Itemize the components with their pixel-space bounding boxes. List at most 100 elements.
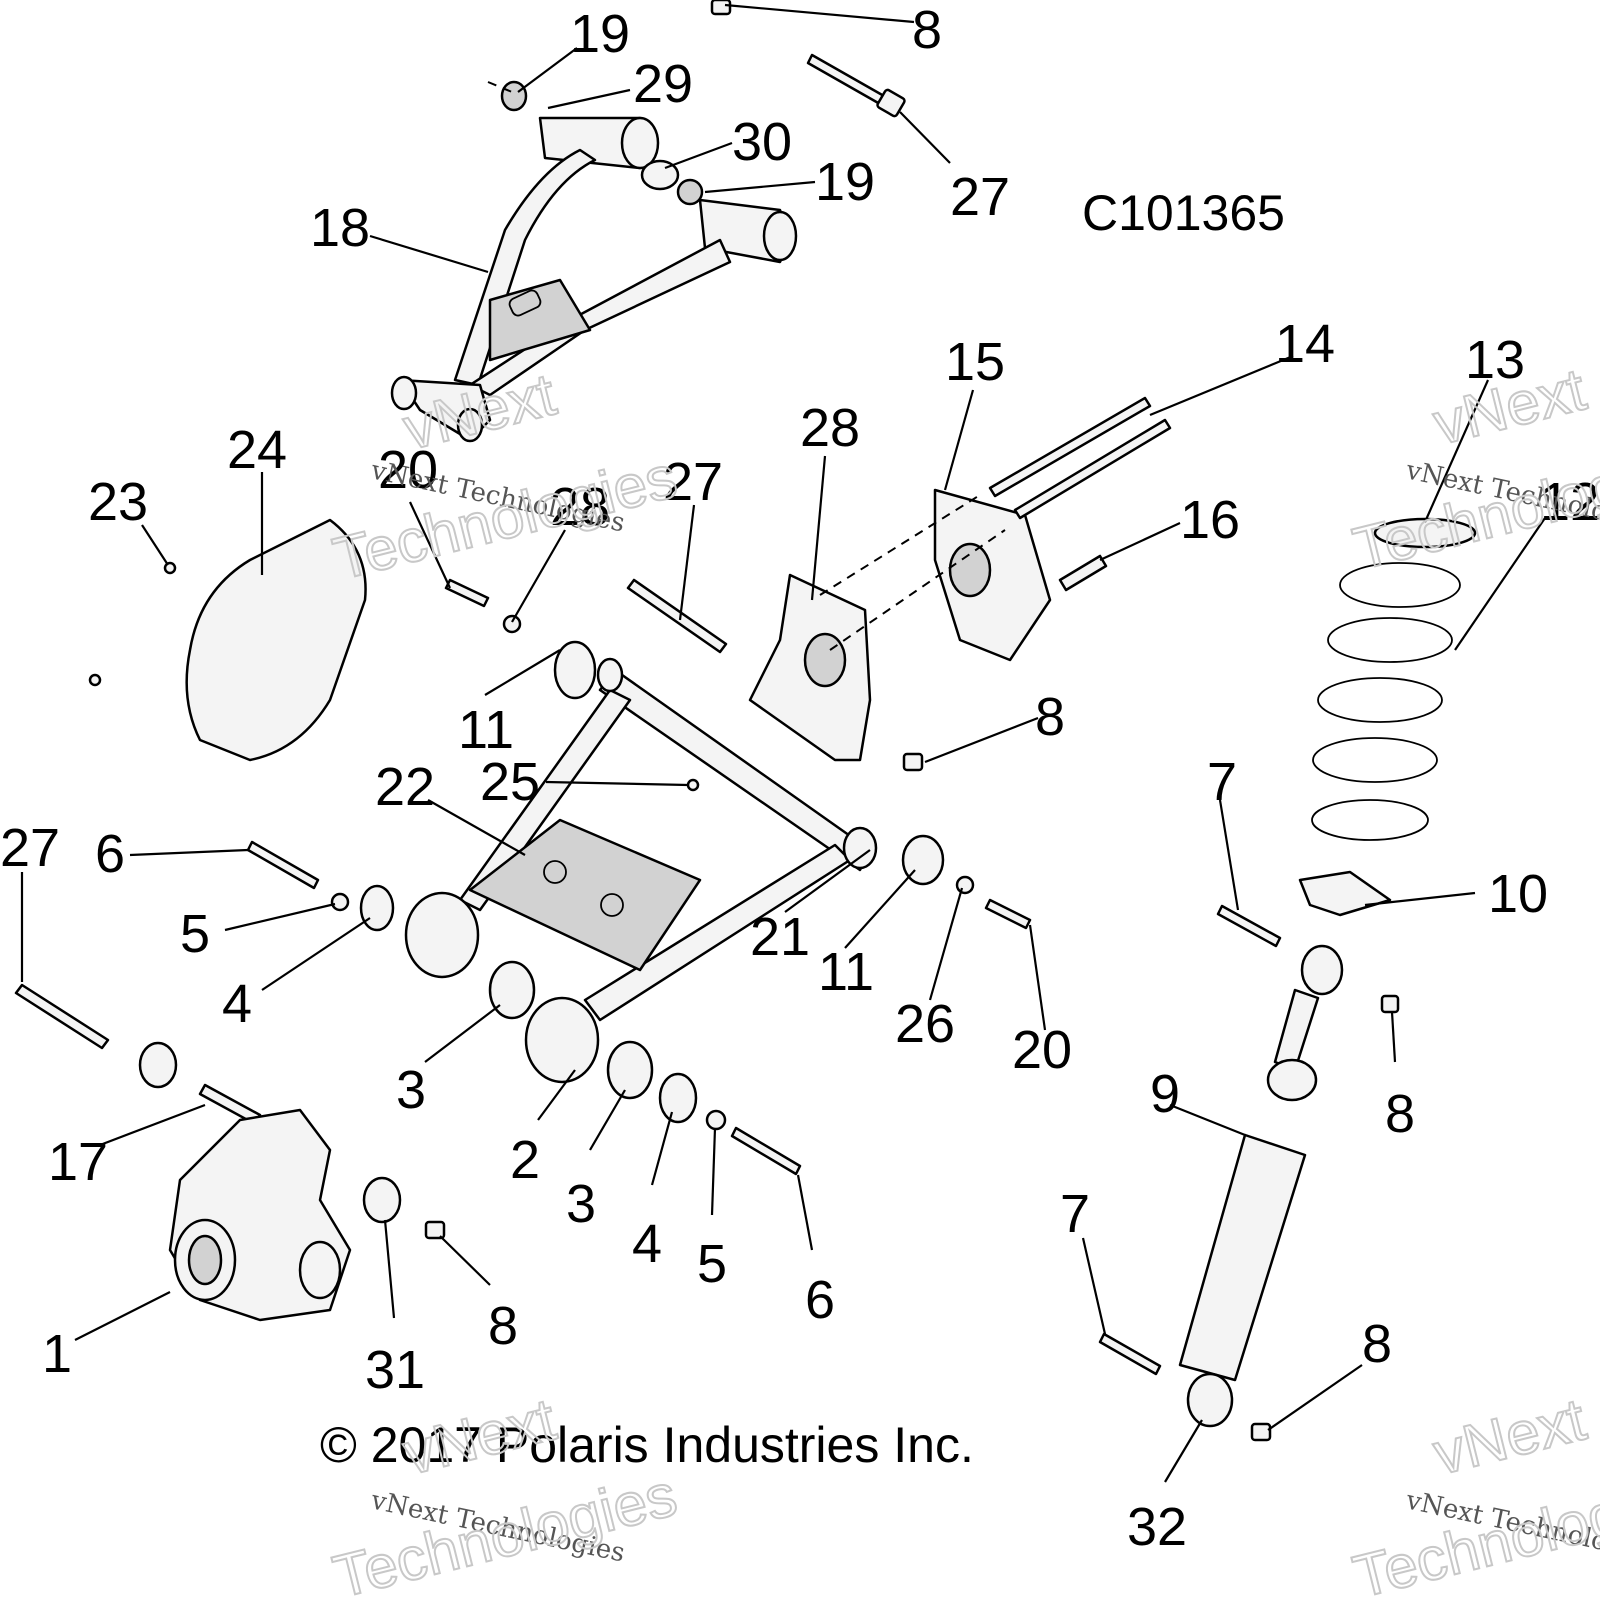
callout-21: 21: [750, 907, 810, 967]
callout-8-mid: 8: [1035, 687, 1065, 747]
part-sleeve-30: [640, 159, 680, 191]
callout-27-left: 27: [0, 818, 60, 878]
callout-28: 28: [800, 398, 860, 458]
part-screw-23b: [88, 673, 102, 687]
part-plate-15-hole: [948, 542, 992, 598]
callout-11-left: 11: [458, 700, 514, 760]
callout-31: 31: [365, 1340, 425, 1400]
callout-6-left: 6: [95, 824, 125, 884]
part-spring-seat-10: [1298, 870, 1392, 917]
part-nut-8-mid: [902, 752, 924, 772]
watermark-vnext-bottom-right: vNext: [1427, 1385, 1592, 1487]
callout-8-bottom: 8: [1362, 1314, 1392, 1374]
callout-3-left: 3: [396, 1060, 426, 1120]
callout-7-top: 7: [1207, 752, 1237, 812]
part-bushing-3-left: [488, 960, 536, 1020]
part-lower-a-arm: [404, 657, 878, 1084]
callout-15: 15: [945, 332, 1005, 392]
part-bolt-7-top: [1216, 904, 1282, 948]
callout-1: 1: [42, 1324, 72, 1384]
callout-8-right: 8: [1385, 1084, 1415, 1144]
callout-30: 30: [732, 112, 792, 172]
callout-11-right: 11: [818, 942, 874, 1002]
part-bolt-6-right: [730, 1126, 802, 1176]
callout-23: 23: [88, 472, 148, 532]
part-bolt-7-bottom: [1098, 1332, 1162, 1376]
watermark-technologies-bottom: Technologies: [327, 1461, 683, 1600]
part-fitting-25: [686, 778, 700, 792]
callout-20-top: 20: [378, 440, 438, 500]
part-shock-absorber: [1178, 944, 1344, 1428]
callout-26: 26: [895, 994, 955, 1054]
callout-12: 12: [1540, 472, 1600, 532]
part-bolt-6-left: [246, 840, 320, 890]
callout-28-top: 28: [550, 477, 610, 537]
callout-24: 24: [227, 420, 287, 480]
callout-3-right: 3: [566, 1174, 596, 1234]
watermark-technologies-bottom-right: Technologies: [1347, 1461, 1600, 1600]
callout-17: 17: [48, 1132, 108, 1192]
callout-6-right: 6: [805, 1270, 835, 1330]
part-stud-16: [1058, 554, 1108, 592]
part-bushing-3-right: [606, 1040, 654, 1100]
part-washer-5-right: [705, 1109, 727, 1131]
watermark-technologies-right: Technologies: [1347, 433, 1600, 583]
callout-labels: 19 29 8 30 19 27 18 24 20 28 27 23 28 15…: [0, 0, 1600, 1557]
part-nut-8-right: [1380, 994, 1400, 1014]
part-alignment-lines: [819, 494, 1006, 651]
part-bushing-31: [362, 1176, 402, 1224]
part-nut-8-top: [710, 0, 732, 16]
callout-22: 22: [375, 757, 435, 817]
callout-18: 18: [310, 198, 370, 258]
part-bracket-28-hole: [803, 632, 847, 688]
callout-13: 13: [1465, 330, 1525, 390]
callout-27-top: 27: [950, 167, 1010, 227]
part-washer-5-left: [330, 892, 350, 912]
callout-7-bottom: 7: [1060, 1184, 1090, 1244]
callout-32: 32: [1127, 1497, 1187, 1557]
part-knuckle: [168, 1108, 352, 1322]
callout-5-right: 5: [697, 1234, 727, 1294]
part-nut-8-left: [424, 1220, 446, 1240]
drawing-id: C101365: [1082, 185, 1285, 241]
part-bolt-27-top: [806, 53, 886, 106]
part-nut-8-bottom: [1250, 1422, 1272, 1442]
part-washer-4-left: [359, 884, 395, 932]
part-bushing-19: [676, 178, 704, 206]
part-screw-23: [163, 561, 177, 575]
part-bushing-17-cap: [138, 1041, 178, 1089]
part-washer-4-right: [658, 1072, 698, 1124]
part-coil-spring: [1311, 562, 1461, 841]
callout-8-left: 8: [488, 1296, 518, 1356]
part-bolt-27-mid: [626, 578, 728, 654]
part-spring-seat-13: [1373, 517, 1477, 549]
callout-8-top: 8: [912, 0, 942, 60]
callout-16: 16: [1180, 490, 1240, 550]
callout-19: 19: [815, 152, 875, 212]
callout-4-right: 4: [632, 1214, 662, 1274]
callout-4-left: 4: [222, 974, 252, 1034]
part-bolt-27-head: [876, 88, 906, 118]
callout-9: 9: [1150, 1064, 1180, 1124]
callout-27-mid: 27: [663, 452, 723, 512]
leader-lines: [20, 3, 1546, 1483]
callout-14: 14: [1275, 314, 1335, 374]
part-bolt-14a: [988, 396, 1152, 498]
part-bolt-20-right: [984, 898, 1032, 930]
callout-29: 29: [633, 54, 693, 114]
part-washer-28: [502, 614, 522, 634]
callout-20-right: 20: [1012, 1020, 1072, 1080]
part-bushing-11-left: [553, 640, 597, 700]
part-bolt-27-left: [14, 983, 110, 1050]
part-skid-guard: [185, 518, 367, 762]
part-pin-29-axis: [487, 81, 513, 93]
part-bolt-20: [444, 578, 490, 608]
callout-2: 2: [510, 1130, 540, 1190]
callout-19-top: 19: [570, 4, 630, 64]
part-washer-26: [955, 875, 975, 895]
callout-5-left: 5: [180, 904, 210, 964]
callout-25: 25: [480, 752, 540, 812]
part-upper-a-arm: [390, 116, 798, 443]
copyright-notice: © 2017 Polaris Industries Inc.: [320, 1417, 974, 1473]
